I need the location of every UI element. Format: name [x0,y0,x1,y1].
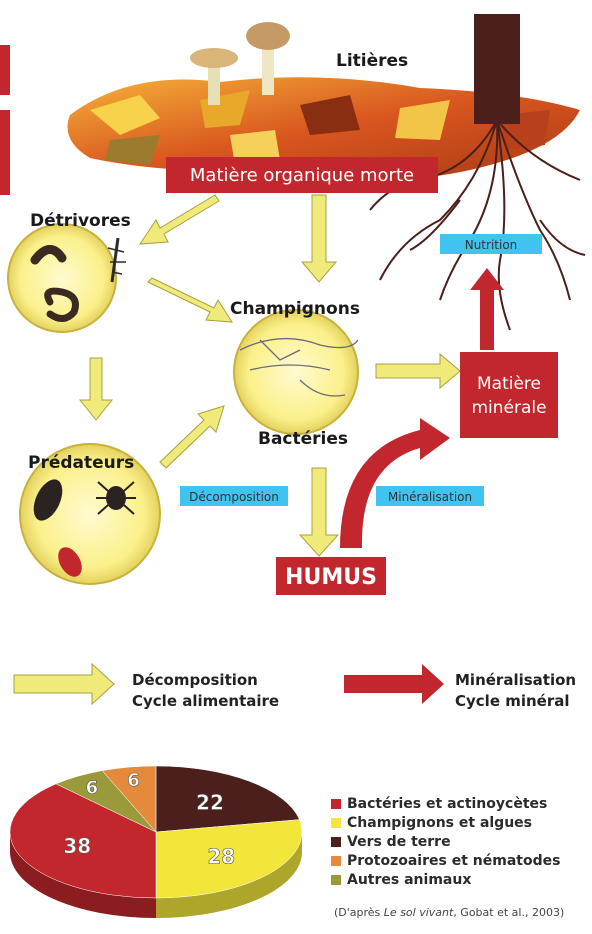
matiere-organique-label: Matière organique morte [190,165,414,186]
humus-label: HUMUS [285,565,377,590]
matiere-minerale-box [460,352,558,438]
legend-yellow-line2: Cycle alimentaire [132,691,279,712]
pie-legend-label: Autres animaux [347,872,471,888]
pie-legend-item: Autres animaux [331,872,471,888]
litter-illustration [68,14,581,180]
pie-legend-swatch [331,837,341,847]
legend-yellow: Décomposition Cycle alimentaire [132,670,279,712]
pie-legend-label: Protozoaires et nématodes [347,853,560,869]
pie-value-label: 6 [127,770,140,791]
microbes-circle [234,310,358,434]
mineralisation-tag-label: Minéralisation [388,490,472,504]
legend-yellow-line1: Décomposition [132,670,279,691]
pie-legend-swatch [331,818,341,828]
source-suffix: , Gobat et al., 2003) [453,906,564,919]
edge-bar [0,45,10,95]
legend-red-line2: Cycle minéral [455,691,576,712]
pie-value-label: 6 [86,777,99,798]
pie-legend-label: Champignons et algues [347,815,532,831]
pie-value-label: 22 [196,791,224,815]
pie-value-label: 38 [63,834,91,858]
source-citation: (D'après Le sol vivant, Gobat et al., 20… [334,906,564,919]
pie-chart: 22 28 38 6 6 [10,766,302,918]
pie-legend-item: Champignons et algues [331,815,532,831]
pie-legend-label: Vers de terre [347,834,451,850]
litieres-label: Litières [336,51,408,71]
legend-red: Minéralisation Cycle minéral [455,670,576,712]
predateurs-label: Prédateurs [28,453,134,473]
bacteries-label: Bactéries [258,429,348,449]
source-prefix: (D'après [334,906,384,919]
pie-legend-swatch [331,856,341,866]
champignons-label: Champignons [230,299,360,319]
pie-legend-label: Bactéries et actinoycètes [347,796,547,812]
pie-value-label: 28 [207,844,235,868]
legend-red-line1: Minéralisation [455,670,576,691]
nutrition-label: Nutrition [465,238,518,252]
legend-yellow-arrow [14,664,114,704]
edge-bar [0,110,10,195]
pie-legend-item: Protozoaires et nématodes [331,853,560,869]
pie-legend-swatch [331,799,341,809]
detrivores-label: Détrivores [30,211,131,231]
legend-red-arrow [344,664,444,704]
decomposition-tag-label: Décomposition [189,490,279,504]
matiere-minerale-label-1: Matière [477,374,541,394]
pie-legend-item: Bactéries et actinoycètes [331,796,547,812]
matiere-minerale-label-2: minérale [471,398,546,418]
pie-legend-swatch [331,875,341,885]
source-title: Le sol vivant [384,906,454,919]
separator [0,724,592,760]
pie-legend-item: Vers de terre [331,834,451,850]
